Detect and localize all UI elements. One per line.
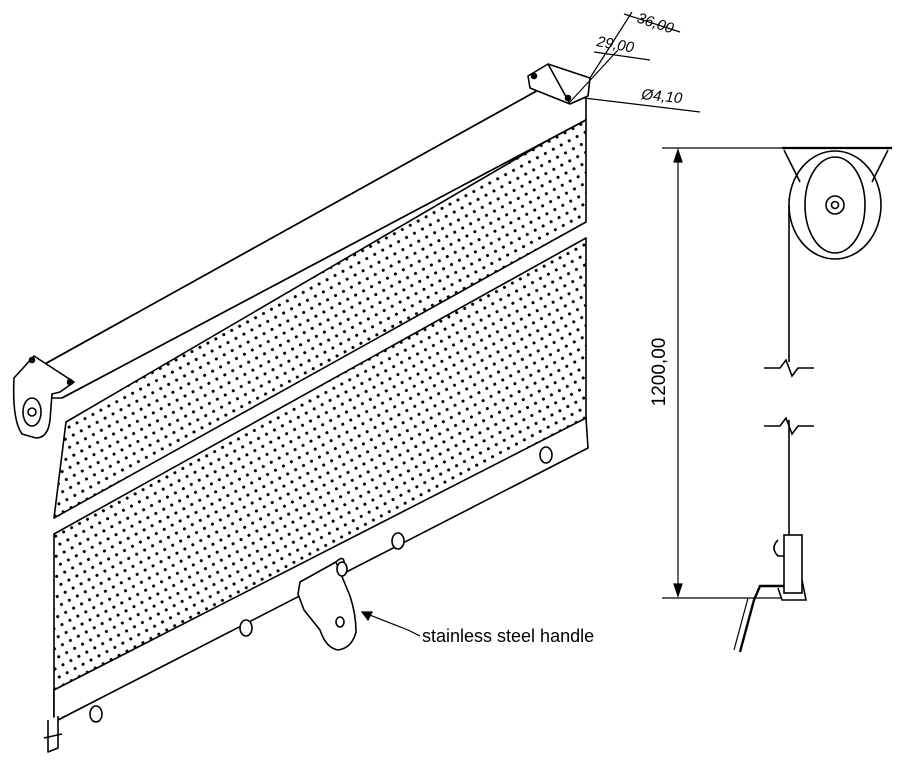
bracket-width-dimension: 36,00 — [635, 10, 677, 38]
roller-axle-icon — [825, 195, 845, 215]
height-dimension — [662, 147, 782, 599]
right-mounting-bracket — [527, 63, 591, 105]
hole-diameter-dimension: Ø4,10 — [640, 86, 684, 107]
isometric-view — [12, 63, 591, 753]
handle-callout-leader — [360, 611, 421, 637]
hole-spacing-dimension: 29,00 — [594, 33, 636, 57]
break-symbol-lower — [764, 416, 814, 436]
handle — [297, 557, 357, 651]
upper-fabric-panel — [53, 117, 587, 519]
break-symbol-upper — [764, 358, 814, 378]
left-end-bracket — [12, 355, 75, 439]
roller — [788, 150, 882, 260]
bottom-rail-profile — [733, 534, 807, 653]
side-view — [733, 146, 892, 653]
bracket-dimensions — [569, 11, 701, 113]
handle-callout-label: stainless steel handle — [422, 626, 594, 646]
height-dimension-label: 1200,00 — [649, 338, 670, 407]
